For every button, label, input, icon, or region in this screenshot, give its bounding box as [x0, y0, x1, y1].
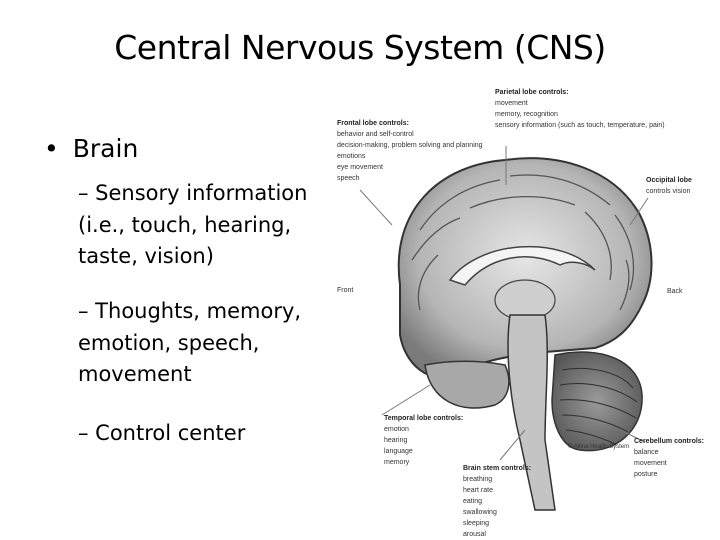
- occipital-item: controls vision: [646, 188, 690, 195]
- brainstem-item: eating: [463, 498, 482, 505]
- parietal-item: memory, recognition: [495, 111, 558, 118]
- occipital-heading: Occipital lobe: [646, 177, 692, 184]
- brainstem-heading: Brain stem controls:: [463, 465, 531, 472]
- bullet-brain-label: Brain: [72, 134, 139, 163]
- cerebellum-item: posture: [634, 471, 657, 478]
- temporal-heading: Temporal lobe controls:: [384, 415, 463, 422]
- temporal-lobe-shape: [424, 360, 510, 409]
- frontal-item: speech: [337, 175, 360, 182]
- temporal-item: emotion: [384, 426, 409, 433]
- bullet-brain: • Brain: [44, 134, 138, 163]
- parietal-item: movement: [495, 100, 528, 107]
- pointer-lines: [359, 146, 649, 461]
- brainstem-item: arousal: [463, 531, 486, 538]
- front-label: Front: [337, 287, 353, 294]
- parietal-heading: Parietal lobe controls:: [495, 89, 569, 96]
- frontal-item: behavior and self-control: [337, 131, 414, 138]
- subpoint-line: – Control center: [78, 421, 246, 445]
- frontal-item: emotions: [337, 153, 366, 160]
- slide-title: Central Nervous System (CNS): [114, 28, 606, 67]
- cerebellum-folia: [559, 367, 638, 445]
- frontal-heading: Frontal lobe controls:: [337, 120, 409, 127]
- credit-text: © Allina Health System: [568, 443, 629, 450]
- frontal-item: eye movement: [337, 164, 383, 171]
- cerebellum-item: movement: [634, 460, 667, 467]
- gyri-folds: [411, 174, 635, 311]
- brainstem-item: heart rate: [463, 487, 493, 494]
- cerebellum-item: balance: [634, 449, 659, 456]
- frontal-item: decision-making, problem solving and pla…: [337, 142, 483, 149]
- parietal-item: sensory information (such as touch, temp…: [495, 122, 665, 129]
- cerebellum-shape: [551, 351, 643, 452]
- subpoint-line: emotion, speech,: [78, 330, 260, 355]
- subpoint-line: – Thoughts, memory,: [78, 299, 302, 323]
- brain-diagram: Parietal lobe controls: movement memory,…: [337, 89, 704, 538]
- temporal-item: hearing: [384, 437, 407, 444]
- temporal-item: language: [384, 448, 413, 455]
- brain-stem-shape: [507, 314, 556, 511]
- corpus-callosum: [448, 245, 596, 286]
- brainstem-item: sleeping: [463, 520, 489, 527]
- subpoint-line: (i.e., touch, hearing,: [78, 212, 292, 237]
- back-label: Back: [667, 288, 683, 295]
- subpoint-control: – Control center: [78, 418, 348, 450]
- thalamus: [494, 279, 556, 321]
- subpoint-line: – Sensory information: [78, 181, 308, 205]
- subpoint-thoughts: – Thoughts, memory, emotion, speech, mov…: [78, 296, 348, 391]
- subpoint-line: taste, vision): [78, 244, 214, 268]
- subpoint-sensory: – Sensory information (i.e., touch, hear…: [78, 178, 348, 273]
- bullet-dot: •: [44, 134, 59, 163]
- subpoint-line: movement: [78, 362, 192, 386]
- cerebellum-heading: Cerebellum controls:: [634, 438, 704, 445]
- brainstem-item: swallowing: [463, 509, 497, 516]
- temporal-item: memory: [384, 459, 410, 466]
- brainstem-item: breathing: [463, 476, 492, 483]
